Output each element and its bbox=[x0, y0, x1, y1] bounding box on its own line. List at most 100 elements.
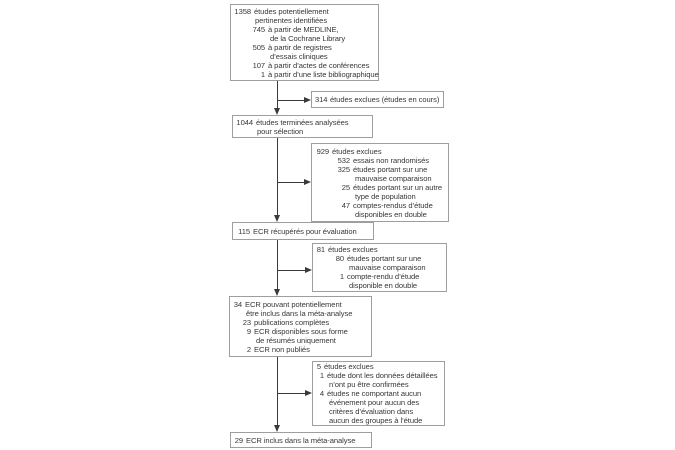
arrowhead-down-2 bbox=[274, 215, 280, 222]
line-count bbox=[316, 398, 327, 407]
text-line: critères d’évaluation dans bbox=[316, 407, 442, 416]
line-text: compte-rendu d’étude bbox=[347, 272, 420, 281]
line-text: études portant sur un autre bbox=[353, 182, 443, 192]
line-count bbox=[236, 127, 256, 136]
arrowhead-right-1 bbox=[304, 97, 311, 103]
line-count: 745 bbox=[252, 24, 266, 34]
line-count bbox=[315, 192, 353, 201]
line-count: 314 bbox=[315, 95, 328, 104]
line-count: 25 bbox=[341, 182, 350, 192]
line-text: critères d’évaluation dans bbox=[329, 407, 414, 416]
line-count: 1 bbox=[339, 272, 344, 281]
line-text: à partir d’une liste bibliographique bbox=[268, 69, 379, 79]
line-text: n’ont pu être confirmées bbox=[329, 380, 409, 389]
text-line: type de population bbox=[315, 192, 446, 201]
line-text: d’essais cliniques bbox=[270, 51, 328, 61]
branch-excluded-ongoing-line bbox=[277, 100, 304, 101]
line-text: disponible en double bbox=[349, 281, 418, 290]
line-text: pertinentes identifiées bbox=[255, 15, 328, 25]
line-text: publications complètes bbox=[254, 317, 330, 327]
text-line: être inclus dans la méta-analyse bbox=[233, 309, 369, 318]
line-count: 1 bbox=[260, 69, 265, 79]
line-count: 5 bbox=[316, 362, 321, 371]
line-count: 29 bbox=[234, 435, 243, 445]
line-text: à partir de registres bbox=[268, 42, 332, 52]
line-count: 9 bbox=[246, 326, 251, 336]
line-count: 107 bbox=[252, 60, 266, 70]
line-text: type de population bbox=[355, 191, 416, 201]
line-count: 23 bbox=[242, 317, 251, 327]
arrowhead-right-4 bbox=[305, 390, 312, 396]
line-text: ECR disponibles sous forme bbox=[254, 326, 348, 336]
branch-excluded-screening-line bbox=[277, 182, 304, 183]
arrowhead-right-2 bbox=[304, 179, 311, 185]
line-text: mauvaise comparaison bbox=[355, 173, 432, 183]
line-text: études exclues bbox=[332, 146, 382, 156]
line-count bbox=[316, 263, 347, 272]
line-text: études potentiellement bbox=[254, 6, 329, 16]
text-line: n’ont pu être confirmées bbox=[316, 380, 442, 389]
line-text: études exclues bbox=[324, 362, 374, 371]
line-text: comptes-rendus d’étude bbox=[353, 200, 433, 210]
line-text: études ne comportant aucun bbox=[327, 389, 422, 398]
line-text: études exclues (études en cours) bbox=[330, 95, 440, 104]
line-count: 929 bbox=[316, 146, 330, 156]
text-line: aucun des groupes à l’étude bbox=[316, 416, 442, 425]
text-line: de résumés uniquement bbox=[233, 336, 369, 345]
line-count bbox=[316, 380, 327, 389]
branch-excluded-analysis-line bbox=[277, 393, 305, 394]
line-count bbox=[233, 336, 254, 345]
arrowhead-down-3 bbox=[274, 289, 280, 296]
text-line: événement pour aucun des bbox=[316, 398, 442, 407]
line-count bbox=[233, 309, 245, 318]
connector-potentially-included-to-included-line bbox=[277, 357, 278, 425]
line-count: 115 bbox=[238, 226, 250, 236]
line-count: 80 bbox=[335, 254, 344, 263]
line-count bbox=[234, 34, 268, 43]
line-text: essais non randomisés bbox=[353, 155, 429, 165]
line-count: 47 bbox=[341, 200, 350, 210]
line-text: études exclues bbox=[328, 245, 378, 254]
line-text: aucun des groupes à l’étude bbox=[329, 416, 423, 425]
line-count bbox=[315, 210, 353, 219]
line-count: 532 bbox=[337, 155, 351, 165]
line-count bbox=[315, 174, 353, 183]
line-count: 34 bbox=[233, 299, 242, 309]
line-text: étude dont les données détaillées bbox=[327, 371, 438, 380]
line-text: être inclus dans la méta-analyse bbox=[246, 308, 353, 318]
arrowhead-down-1 bbox=[274, 108, 280, 115]
line-text: mauvaise comparaison bbox=[349, 263, 426, 272]
line-count: 2 bbox=[246, 344, 251, 354]
line-text: de résumés uniquement bbox=[256, 335, 336, 345]
line-text: ECR non publiés bbox=[254, 344, 310, 354]
text-line: de la Cochrane Library bbox=[234, 34, 376, 43]
line-text: à partir de MEDLINE, bbox=[268, 24, 339, 34]
line-count bbox=[316, 407, 327, 416]
line-count: 1358 bbox=[234, 6, 251, 16]
